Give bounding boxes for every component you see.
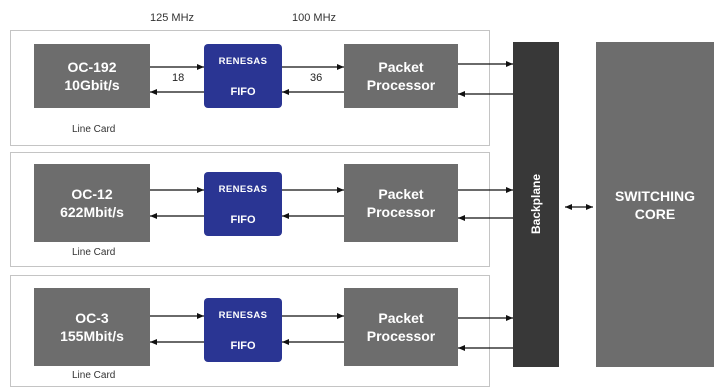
packet-processor-line1: Packet: [378, 59, 424, 75]
packet-processor-line2: Processor: [366, 77, 436, 93]
switching-core-box: SWITCHING CORE: [596, 42, 714, 367]
line-rate-name: OC-12: [71, 186, 113, 202]
bus-width-36: 36: [310, 72, 323, 84]
line-card-caption-2: Line Card: [72, 247, 116, 258]
line-rate-speed: 155Mbit/s: [60, 328, 124, 344]
fifo-label: FIFO: [230, 86, 256, 98]
packet-processor-box-3: Packet Processor: [344, 288, 458, 366]
switching-core-line1: SWITCHING: [614, 187, 696, 204]
packet-processor-line2: Processor: [366, 204, 436, 220]
fifo-label: FIFO: [230, 340, 256, 352]
packet-processor-line1: Packet: [378, 186, 424, 202]
line-rate-speed: 622Mbit/s: [60, 204, 124, 220]
line-rate-name: OC-192: [67, 59, 117, 75]
packet-processor-box-1: Packet Processor: [344, 44, 458, 108]
renesas-logo: RENESAS: [218, 56, 268, 67]
packet-processor-line1: Packet: [378, 310, 424, 326]
backplane-bar: [513, 42, 559, 367]
renesas-logo: RENESAS: [218, 184, 268, 195]
packet-processor-box-2: Packet Processor: [344, 164, 458, 242]
fifo-block-1: RENESAS FIFO: [204, 44, 282, 108]
line-interface-box-2: OC-12 622Mbit/s: [34, 164, 150, 242]
fifo-block-3: RENESAS FIFO: [204, 298, 282, 362]
packet-processor-line2: Processor: [366, 328, 436, 344]
line-card-caption-3: Line Card: [72, 370, 116, 381]
line-rate-name: OC-3: [75, 310, 109, 326]
line-card-caption-1: Line Card: [72, 124, 116, 135]
clock-left-label: 125 MHz: [150, 12, 195, 24]
switching-core-line2: CORE: [634, 205, 676, 222]
fifo-label: FIFO: [230, 214, 256, 226]
renesas-logo: RENESAS: [218, 310, 268, 321]
line-interface-box-3: OC-3 155Mbit/s: [34, 288, 150, 366]
bus-width-18: 18: [172, 72, 185, 84]
fifo-block-2: RENESAS FIFO: [204, 172, 282, 236]
clock-right-label: 100 MHz: [292, 12, 337, 24]
line-interface-box-1: OC-192 10Gbit/s: [34, 44, 150, 108]
line-rate-speed: 10Gbit/s: [64, 77, 120, 93]
